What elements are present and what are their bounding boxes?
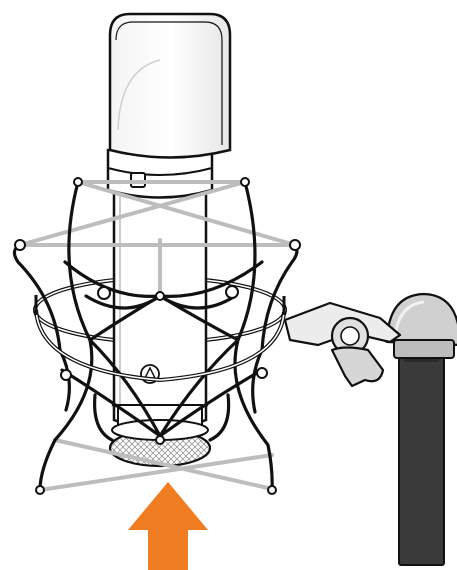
microphone	[106, 12, 232, 468]
thumbscrew-knob	[330, 346, 385, 388]
stand-pole	[398, 352, 445, 566]
suspension-cords	[18, 180, 297, 492]
stand-ball-joint	[385, 292, 457, 359]
cord-hooks	[14, 177, 301, 495]
capsule-head	[108, 12, 232, 159]
shockmount-ring-front	[34, 295, 286, 383]
mount-clamp	[283, 301, 402, 388]
arrow-up-icon	[128, 482, 208, 570]
